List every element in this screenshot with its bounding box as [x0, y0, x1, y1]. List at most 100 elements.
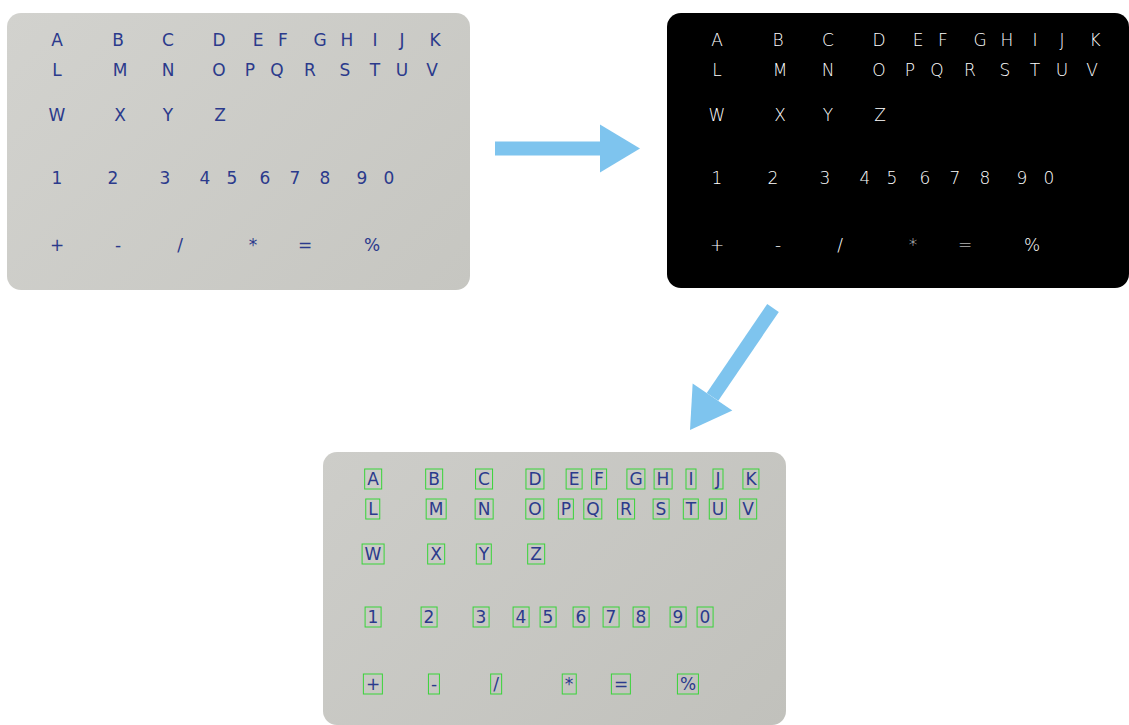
handwritten-character: E: [913, 32, 924, 49]
handwritten-character: 5: [887, 170, 898, 187]
handwritten-character: +: [710, 237, 724, 254]
handwritten-character: E: [253, 32, 264, 49]
handwritten-character: Q: [270, 62, 283, 79]
handwritten-character: S: [653, 499, 670, 520]
handwritten-character: 5: [540, 607, 557, 628]
handwritten-character: N: [162, 62, 175, 79]
handwritten-character: O: [525, 499, 544, 520]
handwritten-character: 9: [357, 170, 368, 187]
handwritten-character: P: [558, 499, 574, 520]
handwritten-character: Y: [823, 107, 833, 124]
handwritten-character: B: [112, 32, 124, 49]
handwritten-character: 8: [980, 170, 991, 187]
handwritten-character: J: [712, 469, 723, 490]
handwritten-character: 6: [260, 170, 271, 187]
handwritten-character: 8: [320, 170, 331, 187]
handwritten-character: 5: [227, 170, 238, 187]
handwritten-character: D: [212, 32, 225, 49]
handwritten-character: Q: [930, 62, 943, 79]
arrow-head: [690, 383, 732, 430]
handwritten-character: J: [1059, 32, 1064, 49]
handwritten-character: T: [1030, 62, 1040, 79]
handwritten-character: +: [50, 237, 64, 254]
handwritten-character: A: [364, 469, 382, 490]
handwritten-character: /: [490, 674, 502, 695]
handwritten-character: C: [162, 32, 174, 49]
handwritten-character: U: [709, 499, 727, 520]
handwritten-character: V: [1086, 62, 1098, 79]
handwritten-character: L: [365, 499, 380, 520]
handwritten-character: -: [428, 674, 440, 695]
handwritten-character: X: [774, 107, 786, 124]
handwritten-character: U: [1056, 62, 1068, 79]
handwritten-character: D: [872, 32, 885, 49]
handwritten-character: 8: [633, 607, 650, 628]
handwritten-character: %: [677, 674, 699, 695]
handwritten-character: X: [427, 544, 445, 565]
handwritten-character: 9: [670, 607, 687, 628]
handwritten-character: S: [1000, 62, 1011, 79]
handwritten-character: K: [1089, 32, 1100, 49]
handwritten-character: H: [1001, 32, 1014, 49]
handwritten-character: =: [611, 674, 631, 695]
handwritten-character: C: [475, 469, 493, 490]
flow-arrow: [690, 308, 773, 430]
handwritten-character: I: [372, 32, 377, 49]
handwritten-character: 9: [1017, 170, 1028, 187]
handwritten-character: J: [399, 32, 404, 49]
handwritten-character: M: [773, 62, 788, 79]
handwritten-character: 1: [52, 170, 63, 187]
detection-panel: ABCDEFGHIJKLMNOPQRSTUVWXYZ1234567890+-/*…: [323, 452, 786, 725]
handwritten-character: H: [654, 469, 673, 490]
handwritten-character: W: [709, 107, 726, 124]
handwritten-character: 6: [920, 170, 931, 187]
handwritten-character: I: [685, 469, 696, 490]
handwritten-character: 2: [421, 607, 438, 628]
handwritten-character: 4: [200, 170, 211, 187]
handwritten-character: %: [1024, 237, 1040, 254]
handwritten-character: 7: [290, 170, 301, 187]
handwritten-character: 0: [384, 170, 395, 187]
handwritten-character: %: [364, 237, 380, 254]
handwritten-character: B: [425, 469, 443, 490]
handwritten-character: R: [304, 62, 316, 79]
handwritten-character: G: [626, 469, 645, 490]
handwritten-character: C: [822, 32, 834, 49]
handwritten-character: I: [1032, 32, 1037, 49]
handwritten-character: =: [298, 237, 312, 254]
handwritten-character: H: [341, 32, 354, 49]
handwritten-character: 2: [108, 170, 119, 187]
handwritten-character: U: [396, 62, 408, 79]
handwritten-character: F: [278, 32, 288, 49]
handwritten-character: 3: [473, 607, 490, 628]
handwritten-character: 3: [820, 170, 831, 187]
handwritten-character: 4: [513, 607, 530, 628]
handwritten-character: X: [114, 107, 126, 124]
handwritten-character: M: [426, 499, 447, 520]
handwritten-character: R: [964, 62, 976, 79]
handwritten-character: *: [909, 237, 918, 254]
handwritten-character: O: [212, 62, 225, 79]
handwritten-character: S: [340, 62, 351, 79]
handwritten-character: =: [958, 237, 972, 254]
handwritten-character: L: [712, 62, 721, 79]
handwritten-character: Y: [476, 544, 492, 565]
flow-arrow: [495, 125, 640, 173]
handwritten-character: 0: [697, 607, 714, 628]
handwritten-character: P: [245, 62, 255, 79]
handwritten-character: M: [113, 62, 128, 79]
handwritten-character: 7: [603, 607, 620, 628]
handwritten-character: P: [905, 62, 915, 79]
handwritten-character: 3: [160, 170, 171, 187]
handwritten-character: D: [525, 469, 544, 490]
handwritten-character: F: [591, 469, 607, 490]
photo-panel: ABCDEFGHIJKLMNOPQRSTUVWXYZ1234567890+-/*…: [7, 13, 470, 290]
handwritten-character: -: [775, 237, 781, 254]
arrow-head: [600, 125, 640, 173]
handwritten-character: L: [52, 62, 61, 79]
handwritten-character: *: [249, 237, 258, 254]
handwritten-character: K: [742, 469, 759, 490]
handwritten-character: 0: [1044, 170, 1055, 187]
handwritten-character: B: [772, 32, 783, 49]
